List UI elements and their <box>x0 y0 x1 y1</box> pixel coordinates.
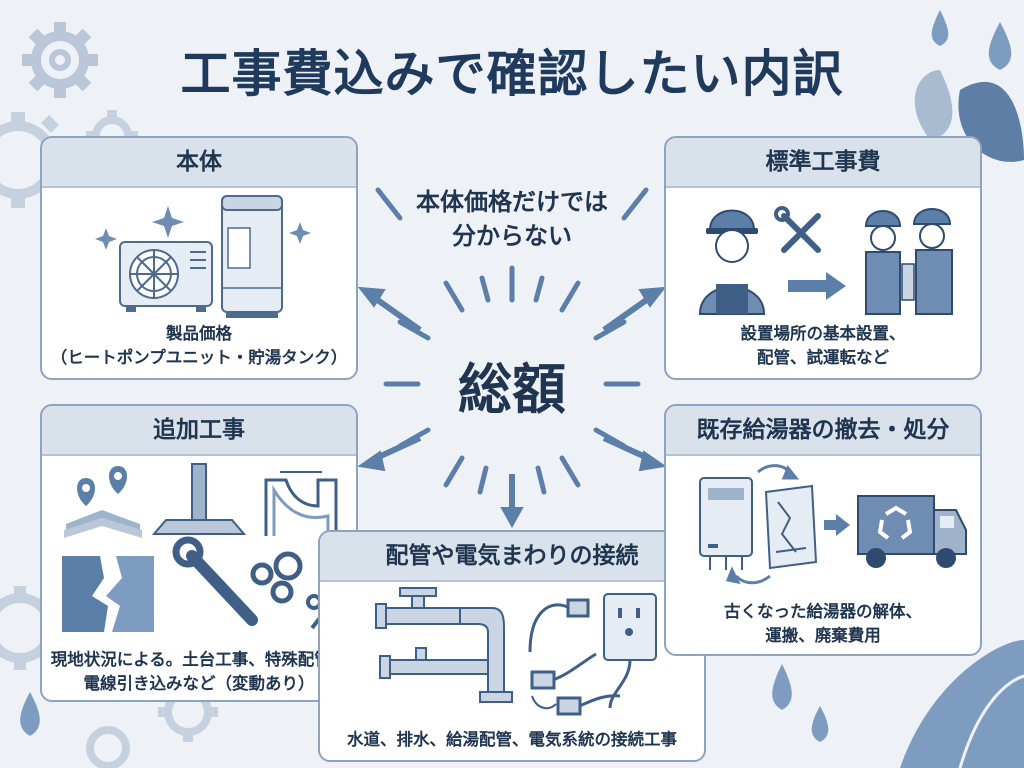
card-unit-desc: 製品価格 （ヒートポンプユニット・貯湯タンク） <box>42 322 356 370</box>
card-standard-art <box>698 206 953 315</box>
center-question-line1: 本体価格だけでは <box>416 188 608 216</box>
card-removal: 既存給湯器の撤去・処分 <box>664 404 982 656</box>
arrow-icon <box>824 514 850 536</box>
card-standard-desc-line1: 設置場所の基本設置、 <box>740 324 906 343</box>
card-piping-heading: 配管や電気まわりの接続 <box>320 532 704 582</box>
worker-icon <box>864 208 953 315</box>
total-label: 総額 <box>458 358 566 421</box>
card-removal-desc-line2: 運搬、廃棄費用 <box>765 626 881 645</box>
card-standard: 標準工事費 設置場所の基本設置、 配管、試運転な <box>664 136 982 380</box>
gear-icon <box>250 551 303 604</box>
card-removal-desc-line1: 古くなった給湯器の解体、 <box>724 602 922 621</box>
card-removal-heading: 既存給湯器の撤去・処分 <box>666 406 980 456</box>
card-piping-desc: 水道、排水、給湯配管、電気系統の接続工事 <box>320 728 704 752</box>
card-unit-desc-line1: 製品価格 <box>166 324 232 343</box>
card-unit-desc-line2: （ヒートポンプユニット・貯湯タンク） <box>50 348 348 367</box>
outlet-icon <box>603 593 657 709</box>
card-standard-desc-line2: 配管、試運転など <box>757 348 889 367</box>
valve-icon <box>375 587 513 703</box>
arrow-icon <box>357 286 667 529</box>
water-drop-icon <box>20 10 1012 742</box>
card-additional-art <box>62 463 342 632</box>
tools-icon <box>774 206 821 253</box>
water-tank-icon <box>221 195 283 318</box>
worker-icon <box>698 209 766 315</box>
leaf-icon <box>900 70 1024 768</box>
water-heater-icon <box>699 477 753 570</box>
plug-icon <box>528 598 621 716</box>
card-piping-desc-line1: 水道、排水、給湯配管、電気系統の接続工事 <box>347 730 677 749</box>
terrain-icon <box>62 556 154 632</box>
card-additional-desc: 現地状況による。土台工事、特殊配管、 電線引き込みなど（変動あり） <box>42 648 356 696</box>
foundation-icon <box>151 463 247 535</box>
air-conditioner-icon <box>119 241 213 312</box>
card-piping-art <box>375 587 657 716</box>
pipe-icon <box>264 471 338 536</box>
recycle-truck-icon <box>857 495 967 568</box>
card-unit-heading: 本体 <box>42 138 356 188</box>
card-standard-desc: 設置場所の基本設置、 配管、試運転など <box>666 322 980 370</box>
card-removal-desc: 古くなった給湯器の解体、 運搬、廃棄費用 <box>666 600 980 648</box>
page-title: 工事費込みで確認したい内訳 <box>180 45 844 103</box>
arrow-icon <box>788 272 846 300</box>
wrench-icon <box>172 536 258 626</box>
sparkle-icon <box>95 206 311 250</box>
card-additional-heading: 追加工事 <box>42 406 356 456</box>
center-question: 本体価格だけでは 分からない <box>380 185 644 253</box>
card-additional-desc-line1: 現地状況による。土台工事、特殊配管、 <box>50 650 348 669</box>
card-unit-art <box>95 195 311 318</box>
card-piping: 配管や電気まわりの接続 <box>318 530 706 762</box>
center-question-line2: 分からない <box>452 222 572 250</box>
card-removal-art <box>699 464 967 585</box>
card-additional-desc-line2: 電線引き込みなど（変動あり） <box>83 674 315 693</box>
card-standard-heading: 標準工事費 <box>666 138 980 188</box>
water-heater-icon <box>764 484 818 570</box>
card-additional: 追加工事 <box>40 404 358 702</box>
card-unit: 本体 製品価格 （ヒートポ <box>40 136 358 380</box>
gear-icon <box>86 726 130 768</box>
map-pin-icon <box>64 466 142 538</box>
arrow-icon <box>725 464 800 585</box>
gear-icon <box>22 22 98 98</box>
